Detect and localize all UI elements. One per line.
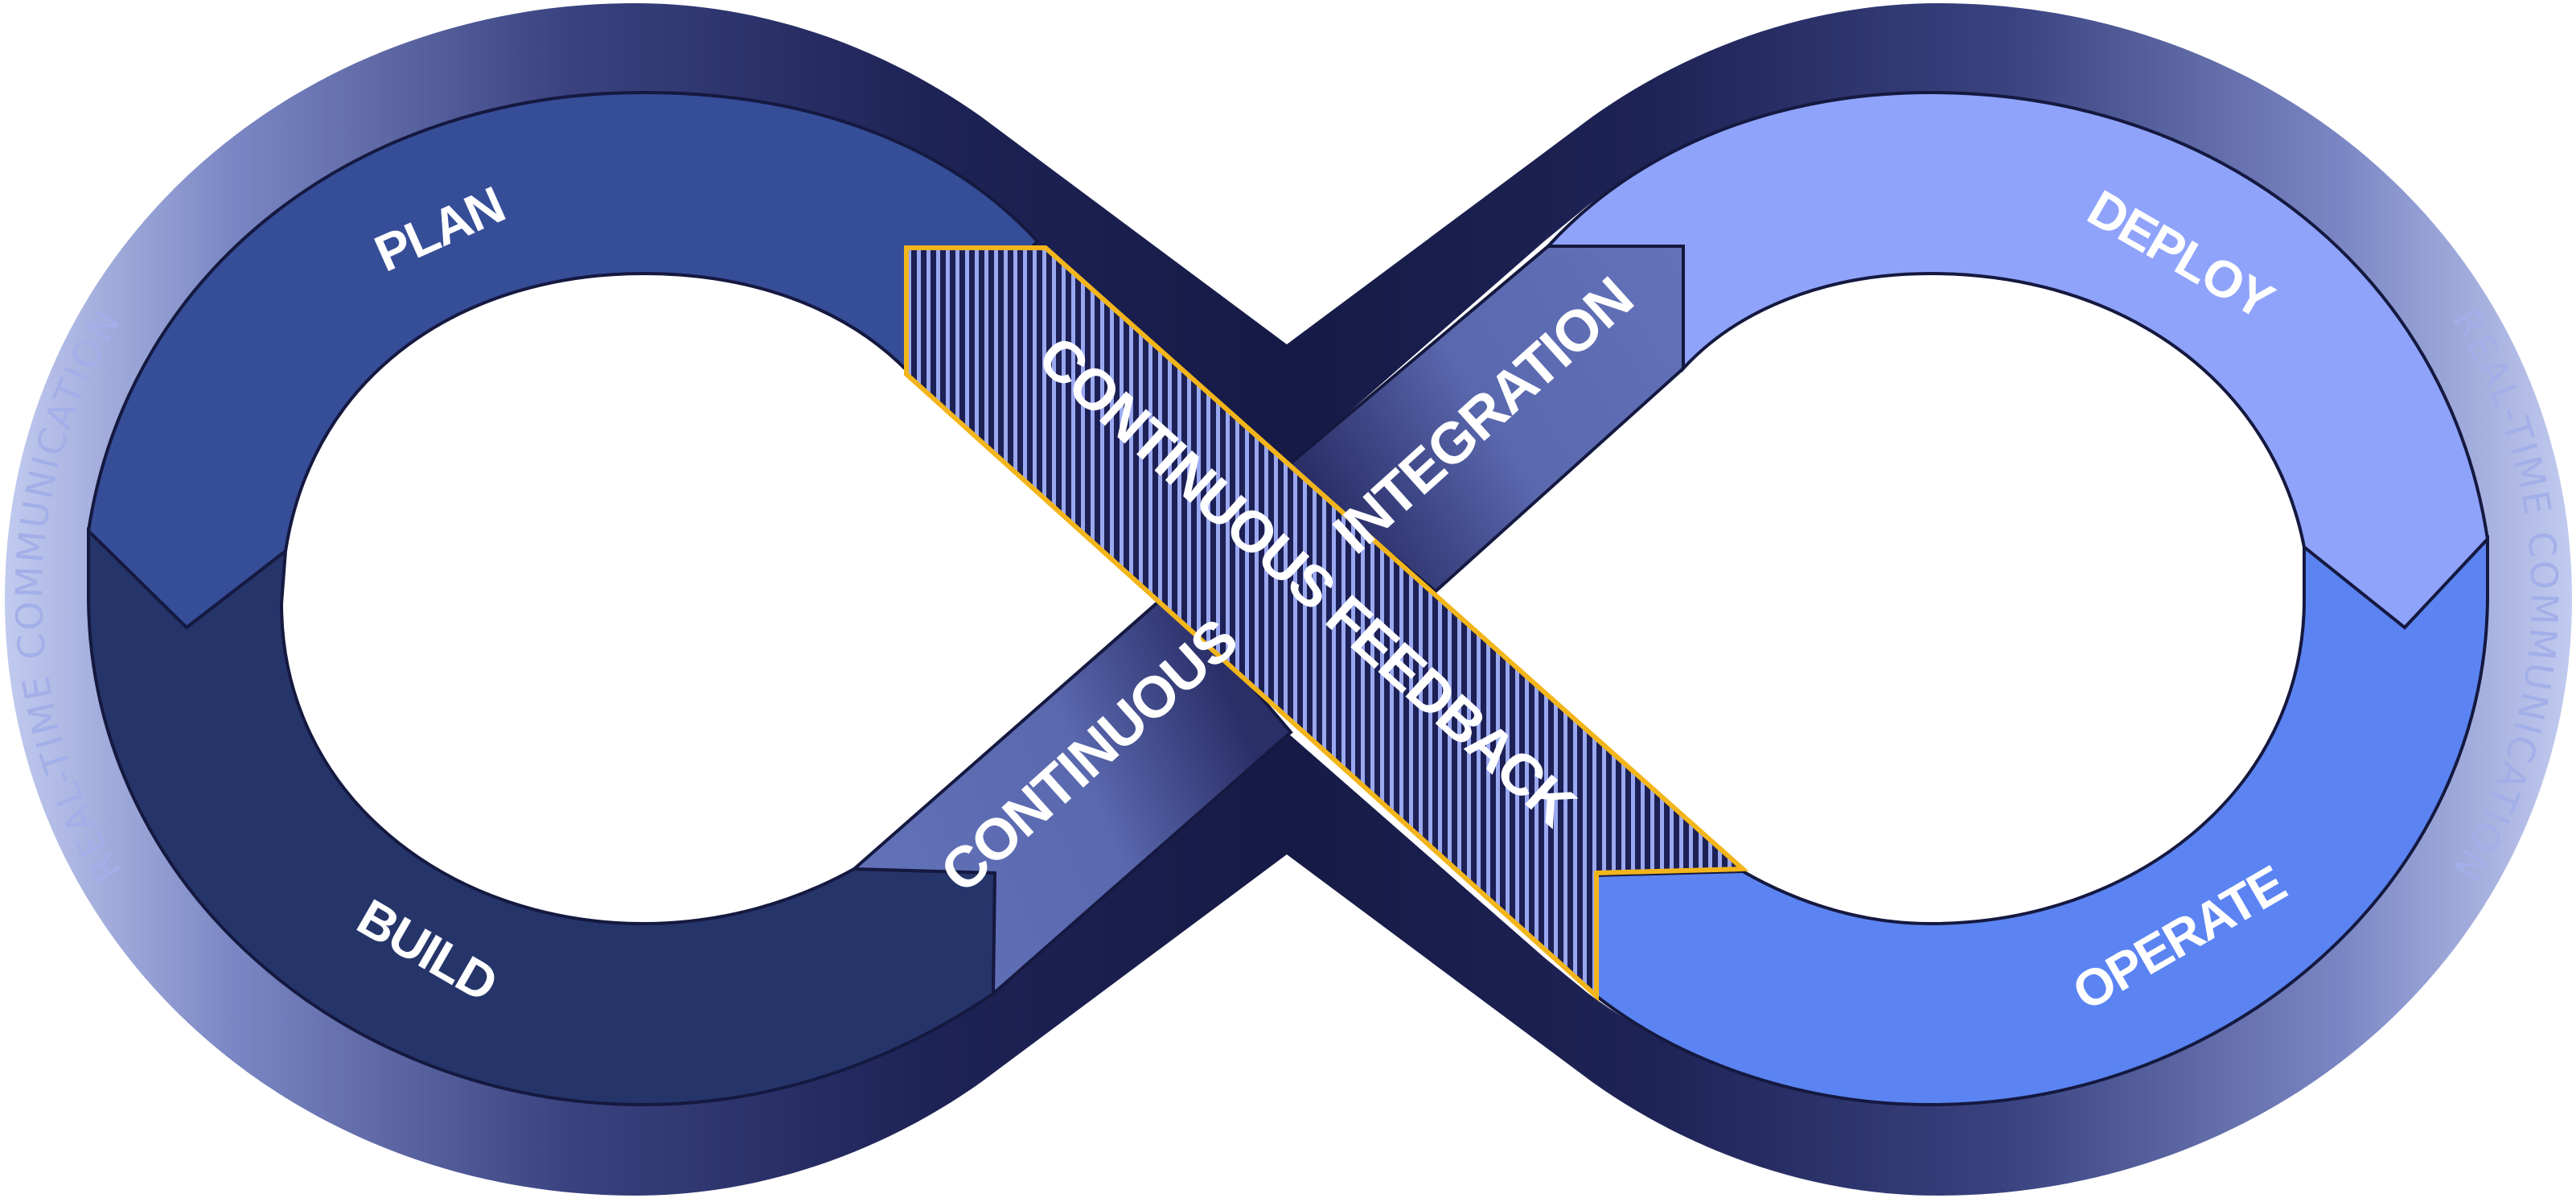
plan-segment (86, 90, 1040, 630)
build-segment (87, 527, 997, 1107)
deploy-segment (1544, 90, 2490, 630)
operate-segment (1595, 534, 2489, 1107)
continuous-feedback-arrow (904, 245, 1749, 1002)
continuous-arrow (849, 589, 1293, 998)
outer-band (5, 3, 2572, 1196)
integration-arrow (1284, 245, 1685, 594)
